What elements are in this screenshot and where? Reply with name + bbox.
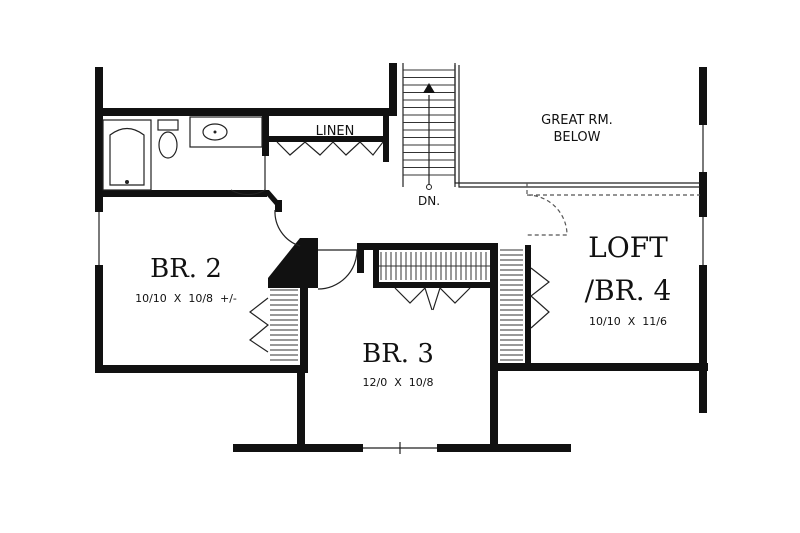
front-wall-right: [437, 444, 571, 452]
closet-shelving: [270, 249, 523, 361]
left-wall-upper: [95, 67, 103, 212]
beam-line: [526, 183, 700, 196]
bathroom-fixtures: [102, 116, 263, 191]
right-wall-mid: [699, 172, 707, 217]
br3-closet-bottom: [373, 282, 491, 288]
br2-bottom-wall: [95, 365, 305, 373]
toilet-bowl-icon: [158, 131, 178, 159]
stair-arrow-icon: [423, 83, 435, 93]
toilet-tank-icon: [157, 119, 179, 131]
railing-inner: [458, 65, 700, 188]
br2-entry-stub: [275, 200, 282, 212]
br3-top-wall: [357, 243, 498, 250]
bath-top-wall: [95, 108, 397, 116]
loft-closet-wall: [525, 245, 531, 363]
br2-closet-bifold: [248, 297, 269, 353]
walls: [95, 63, 708, 452]
left-wall-lower: [95, 265, 103, 373]
linen-bifold-right: [332, 141, 384, 156]
tub-drain-icon: [125, 180, 129, 184]
loft-name-line2: /BR. 4: [585, 274, 672, 307]
br3-closet-bifold-right: [432, 286, 471, 311]
linen-bifold-left: [276, 141, 334, 156]
linen-label: LINEN: [316, 124, 355, 139]
front-wall-left: [233, 444, 363, 452]
br3-top-left-stub: [357, 243, 364, 273]
sink-icon: [202, 123, 228, 141]
great-room-label-line1: GREAT RM.: [541, 113, 613, 128]
doors: [230, 141, 550, 353]
br2-br3-wall: [300, 238, 308, 373]
sink-drain-icon: [213, 130, 217, 134]
br3-left-wall: [297, 365, 305, 450]
bath-door-icon: [230, 156, 266, 196]
br2-dims: 10/10 X 10/8 +/-: [135, 292, 237, 305]
tub-icon: [109, 127, 145, 186]
br3-door-icon: [317, 249, 358, 290]
stair-start-dot: [426, 184, 432, 190]
right-wall-lower: [699, 265, 707, 413]
vanity-counter: [189, 116, 263, 148]
br3-dims: 12/0 X 10/8: [363, 376, 434, 389]
bath-right-wall: [262, 116, 269, 156]
right-wall-top: [699, 67, 707, 125]
br2-door-icon: [274, 209, 301, 247]
great-room-label-line2: BELOW: [554, 130, 601, 145]
linen-bottom-wall: [267, 136, 389, 142]
br3-closet-left: [373, 250, 379, 288]
br2-closet-angle: [268, 238, 318, 288]
br3-right-wall: [490, 245, 498, 450]
br3-closet-bifold-left: [394, 286, 433, 311]
stair-left-wall-top: [389, 63, 397, 116]
loft-dims: 10/10 X 11/6: [589, 315, 667, 328]
loft-closet-bifold: [530, 267, 550, 329]
bath-bottom-wall: [95, 190, 267, 197]
linen-right-wall: [383, 116, 389, 162]
stairs: [402, 63, 456, 190]
tub-outer: [102, 119, 152, 191]
loft-name-line1: LOFT: [588, 231, 668, 264]
loft-door-dashed: [526, 194, 568, 236]
br2-name: BR. 2: [150, 254, 222, 284]
stairs-down-label: DN.: [418, 194, 440, 208]
br3-name: BR. 3: [362, 339, 434, 369]
loft-bottom-wall: [498, 363, 708, 371]
